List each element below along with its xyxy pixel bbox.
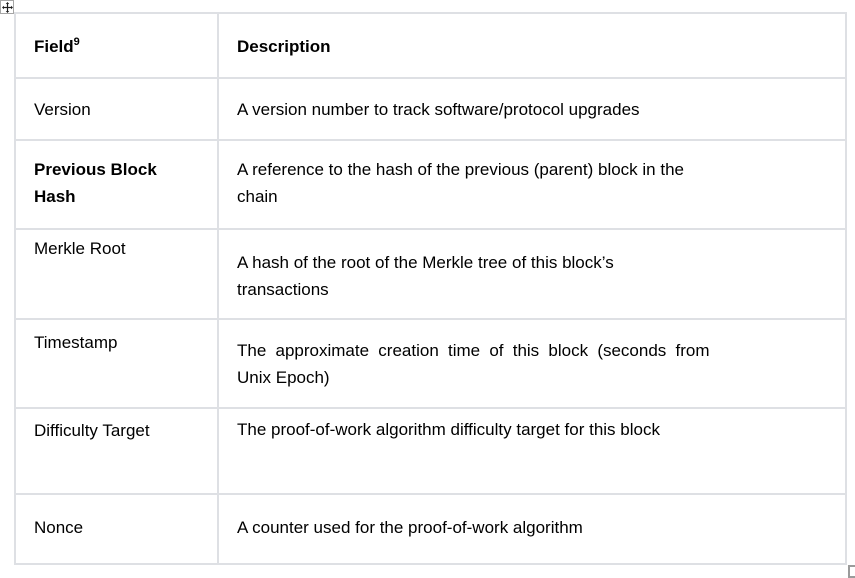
description-cell[interactable]: A reference to the hash of the previous … (217, 139, 847, 230)
field-cell[interactable]: Merkle Root (14, 228, 219, 320)
description-text: A version number to track software/proto… (237, 100, 640, 119)
move-cross-icon (1, 1, 13, 13)
field-text: Difficulty Target (34, 421, 150, 440)
header-cell-field[interactable]: Field9 (14, 12, 219, 79)
table-row-version: Version A version number to track softwa… (14, 77, 847, 141)
field-text: Timestamp (34, 333, 118, 352)
description-cell[interactable]: A version number to track software/proto… (217, 77, 847, 141)
table-resize-handle[interactable] (848, 565, 855, 578)
description-text: A reference to the hash of the previous … (237, 160, 684, 206)
header-cell-description[interactable]: Description (217, 12, 847, 79)
description-text: A hash of the root of the Merkle tree of… (237, 253, 614, 299)
field-text: Nonce (34, 518, 84, 537)
field-text: Previous Block Hash (34, 160, 157, 206)
field-text: Merkle Root (34, 239, 126, 258)
description-text: The approximate creation time of this bl… (237, 341, 710, 387)
description-cell[interactable]: The approximate creation time of this bl… (217, 318, 847, 409)
description-cell[interactable]: A hash of the root of the Merkle tree of… (217, 228, 847, 320)
footnote-reference[interactable]: 9 (73, 36, 80, 48)
field-cell[interactable]: Nonce (14, 493, 219, 565)
field-cell[interactable]: Previous Block Hash (14, 139, 219, 230)
field-cell[interactable]: Difficulty Target (14, 407, 219, 495)
field-header-label: Field (34, 37, 74, 56)
table-row-nonce: Nonce A counter used for the proof-of-wo… (14, 493, 847, 565)
field-cell[interactable]: Version (14, 77, 219, 141)
field-cell[interactable]: Timestamp (14, 318, 219, 409)
table-row-difficulty-target: Difficulty Target The proof-of-work algo… (14, 407, 847, 495)
table-row-previous-block-hash: Previous Block Hash A reference to the h… (14, 139, 847, 230)
field-text: Version (34, 100, 91, 119)
table-row-timestamp: Timestamp The approximate creation time … (14, 318, 847, 409)
header-row: Field9 Description (14, 12, 847, 79)
table-row-merkle-root: Merkle Root A hash of the root of the Me… (14, 228, 847, 320)
description-text: A counter used for the proof-of-work alg… (237, 518, 583, 537)
table-move-handle[interactable] (0, 0, 14, 14)
description-header-label: Description (237, 37, 331, 56)
description-cell[interactable]: The proof-of-work algorithm difficulty t… (217, 407, 847, 495)
description-text: The proof-of-work algorithm difficulty t… (237, 420, 660, 439)
block-header-fields-table: Field9 Description Version A version num… (14, 12, 847, 565)
description-cell[interactable]: A counter used for the proof-of-work alg… (217, 493, 847, 565)
